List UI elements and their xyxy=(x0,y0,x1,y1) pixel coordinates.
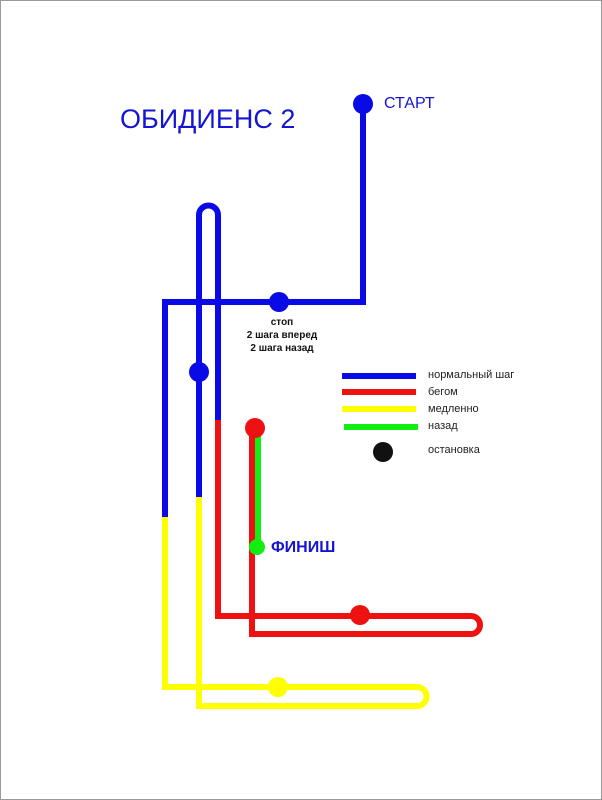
finish-dot xyxy=(249,539,265,555)
route-normal-segment-2 xyxy=(196,202,221,497)
route-normal-segment-1 xyxy=(162,104,366,517)
legend-stop-swatch xyxy=(373,442,393,462)
stop-note: стоп 2 шага вперед 2 шага назад xyxy=(230,316,334,355)
stop-dot-run xyxy=(350,605,370,625)
stop-dot-1 xyxy=(269,292,289,312)
stop-note-line: 2 шага назад xyxy=(250,343,314,354)
page-title: ОБИДИЕНС 2 xyxy=(120,104,296,134)
legend-label-slow: медленно xyxy=(428,403,479,415)
start-dot xyxy=(353,94,373,114)
start-label: СТАРТ xyxy=(384,95,435,112)
finish-label: ФИНИШ xyxy=(271,539,336,556)
legend-label-stop: остановка xyxy=(428,444,480,456)
stop-dot-2 xyxy=(189,362,209,382)
stop-note-line: стоп xyxy=(270,317,294,328)
stop-note-line: 2 шага вперед xyxy=(246,330,318,341)
route-slow-segment-1 xyxy=(162,497,430,709)
legend-label-normal: нормальный шаг xyxy=(428,369,515,381)
route-run-segment xyxy=(215,420,483,637)
stop-dot-slow xyxy=(268,677,288,697)
legend-label-run: бегом xyxy=(428,386,458,398)
run-start-dot xyxy=(245,418,265,438)
legend-label-back: назад xyxy=(428,420,458,432)
